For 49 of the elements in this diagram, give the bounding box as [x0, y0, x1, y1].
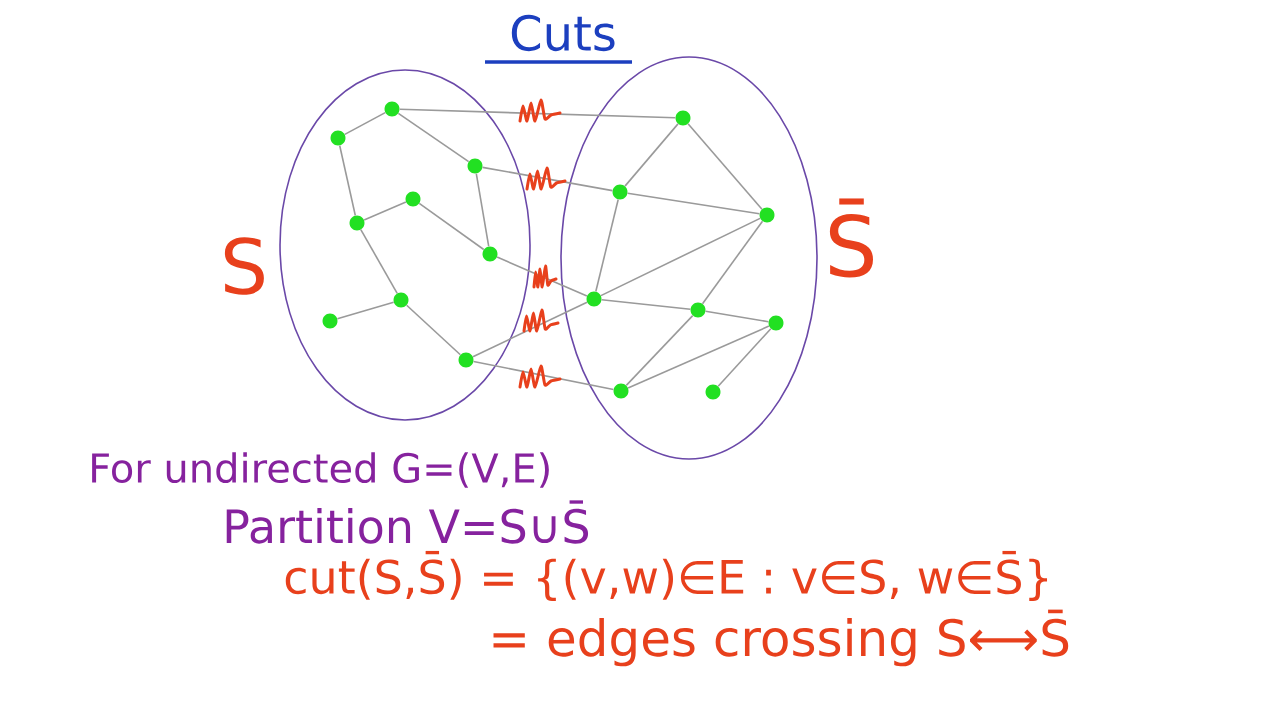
graph-edge — [338, 144, 357, 217]
vertex-dot — [405, 191, 421, 207]
graph-edge — [595, 198, 619, 293]
vertex-dot — [393, 292, 409, 308]
vertex-dot — [349, 215, 365, 231]
graph-edge — [363, 201, 407, 221]
vertex-dot — [330, 130, 346, 146]
graph-edge — [475, 172, 490, 248]
graph-edge — [344, 111, 387, 136]
vertex-dot — [675, 110, 691, 126]
graph-edge — [701, 220, 764, 305]
vertex-dot — [768, 315, 784, 331]
graph-edge — [600, 299, 692, 310]
graph-edge — [472, 360, 615, 391]
set-label: S — [224, 237, 264, 295]
vertex-dot — [458, 352, 474, 368]
vertex-dot — [482, 246, 498, 262]
vertex-dot — [690, 302, 706, 318]
graph-edge — [481, 166, 614, 192]
graph-edge — [360, 228, 398, 295]
graph-edge — [336, 301, 395, 320]
vertex-dot — [586, 291, 602, 307]
graph-edge — [687, 123, 763, 210]
definition-text: = edges crossing S⟷S̄ — [493, 609, 1069, 667]
graph-edge — [398, 108, 677, 119]
vertex-dot — [384, 101, 400, 117]
graph-edge — [418, 202, 485, 251]
definition-text: cut(S,S̄) = {(v,w)∈E : v∈S, w∈S̄} — [285, 550, 1047, 602]
definition-text: Partition V=S∪S̄ — [226, 500, 589, 544]
graph-edge — [600, 217, 761, 297]
graph-edge — [405, 304, 462, 356]
vertex-dot — [467, 158, 483, 174]
vertex-dot — [322, 313, 338, 329]
set-label: S̄ — [829, 198, 873, 278]
graph-edge — [625, 314, 694, 387]
vertex-dot — [705, 384, 721, 400]
graph-edge — [397, 112, 470, 163]
title-text: Cuts — [511, 14, 615, 52]
definition-text: For undirected G=(V,E) — [92, 452, 549, 488]
graph-edge — [472, 301, 588, 358]
graph-edge — [717, 327, 772, 388]
vertex-dot — [759, 207, 775, 223]
vertex-dot — [612, 184, 628, 200]
graph-edge — [626, 192, 761, 215]
graph-edge — [496, 256, 588, 297]
vertex-dot — [613, 383, 629, 399]
graph-edge — [624, 123, 679, 187]
graph-edge — [627, 325, 770, 389]
graph-edge — [704, 310, 770, 323]
